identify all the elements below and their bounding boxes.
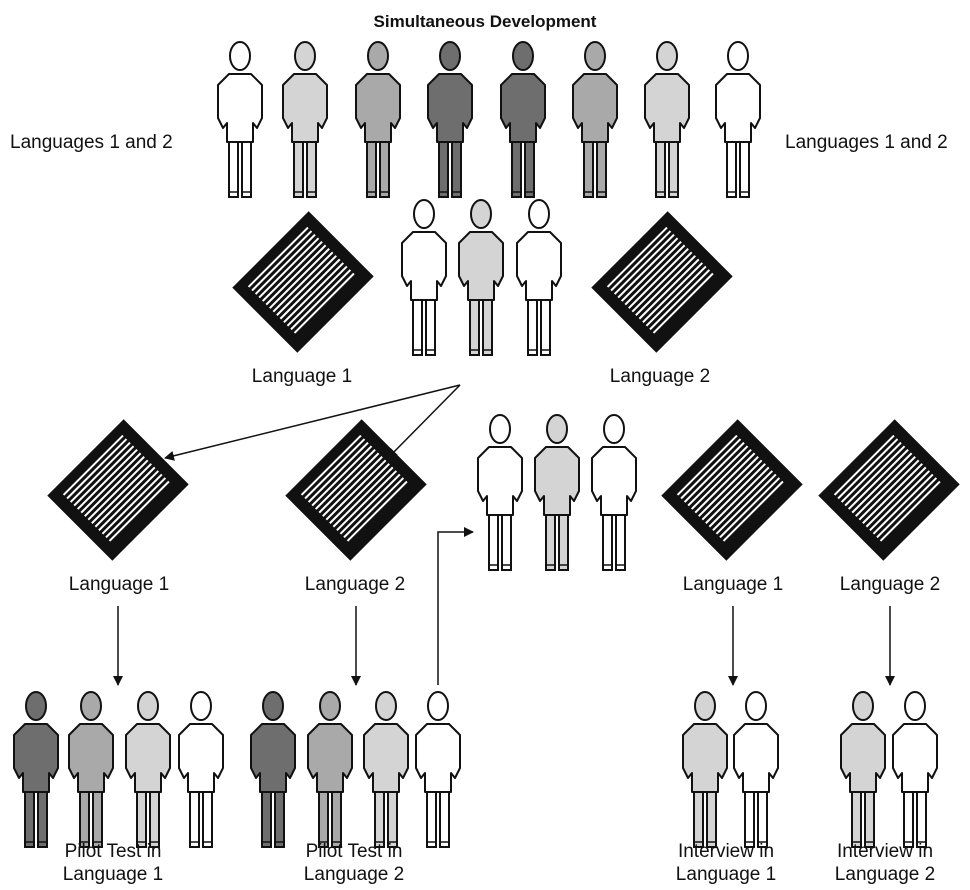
person-icon xyxy=(363,691,409,848)
diagram-title: Simultaneous Development xyxy=(373,12,597,31)
person-icon xyxy=(733,691,779,848)
interview-2-caption: Interview in Language 2 xyxy=(835,840,935,886)
person-icon xyxy=(282,41,328,198)
language-2-label-middle: Language 2 xyxy=(609,366,711,387)
interview-2-line2: Language 2 xyxy=(834,864,936,885)
person-icon xyxy=(715,41,761,198)
person-icon xyxy=(415,691,461,848)
person-icon xyxy=(500,41,546,198)
interview-1-line2: Language 1 xyxy=(675,864,777,885)
person-icon xyxy=(644,41,690,198)
language-1-label-right: Language 1 xyxy=(682,574,784,595)
person-icon xyxy=(217,41,263,198)
person-icon xyxy=(13,691,59,848)
languages-label-left: Languages 1 and 2 xyxy=(10,132,173,153)
person-icon xyxy=(68,691,114,848)
pilot-test-2-line2: Language 2 xyxy=(303,864,405,885)
arrow-icon xyxy=(437,527,474,685)
interview-1-caption: Interview in Language 1 xyxy=(676,840,776,886)
interview-1-line1: Interview in xyxy=(677,841,775,862)
person-icon xyxy=(307,691,353,848)
language-1-label-middle: Language 1 xyxy=(251,366,353,387)
person-icon xyxy=(401,199,447,356)
pilot-test-1-caption: Pilot Test in Language 1 xyxy=(63,840,163,886)
person-icon xyxy=(355,41,401,198)
document-icon xyxy=(47,419,189,561)
person-icon xyxy=(125,691,171,848)
person-icon xyxy=(250,691,296,848)
person-icon xyxy=(458,199,504,356)
person-icon xyxy=(572,41,618,198)
language-1-label-lower: Language 1 xyxy=(68,574,170,595)
person-icon xyxy=(534,414,580,571)
document-icon xyxy=(591,211,733,353)
document-icon xyxy=(232,211,374,353)
document-icon xyxy=(661,419,803,561)
person-icon xyxy=(516,199,562,356)
pilot-test-2-caption: Pilot Test in Language 2 xyxy=(304,840,404,886)
person-icon xyxy=(591,414,637,571)
person-icon xyxy=(178,691,224,848)
pilot-test-1-line1: Pilot Test in xyxy=(64,841,162,862)
language-2-label-lower: Language 2 xyxy=(304,574,406,595)
languages-label-right: Languages 1 and 2 xyxy=(785,132,948,153)
document-icon xyxy=(818,419,960,561)
person-icon xyxy=(477,414,523,571)
pilot-test-1-line2: Language 1 xyxy=(62,864,164,885)
arrow-icon xyxy=(387,384,461,459)
language-2-label-right: Language 2 xyxy=(839,574,941,595)
arrow-icon xyxy=(164,384,461,461)
person-icon xyxy=(682,691,728,848)
person-icon xyxy=(892,691,938,848)
pilot-test-2-line1: Pilot Test in xyxy=(305,841,403,862)
interview-2-line1: Interview in xyxy=(836,841,934,862)
person-icon xyxy=(840,691,886,848)
person-icon xyxy=(427,41,473,198)
